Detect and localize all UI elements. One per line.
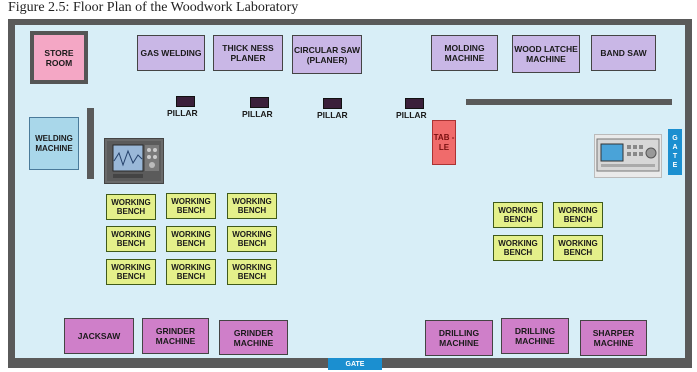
partition-wall-left: [87, 108, 94, 179]
pillar-2: [250, 97, 269, 108]
signal-generator-icon: [594, 134, 662, 178]
drilling-machine-1: DRILLING MACHINE: [425, 320, 493, 356]
pillar-4: [405, 98, 424, 109]
pillar-2-label: PILLAR: [242, 109, 273, 119]
lab-floor: [15, 25, 685, 358]
working-bench-label: WORKING BENCH: [111, 230, 151, 248]
pillar-1-label: PILLAR: [167, 108, 198, 118]
grinder-machine-1-label: GRINDER MACHINE: [155, 326, 196, 346]
working-bench-label: WORKING BENCH: [232, 263, 272, 281]
table: TAB -LE: [432, 120, 456, 165]
gas-welding-label: GAS WELDING: [140, 48, 202, 58]
side-gate[interactable]: GATE: [668, 129, 682, 175]
working-bench-label: WORKING BENCH: [232, 230, 272, 248]
table-label: TAB -LE: [433, 132, 455, 152]
oscilloscope-icon: [104, 138, 164, 184]
drilling-machine-1-label: DRILLING MACHINE: [438, 328, 480, 348]
working-bench-l8: WORKING BENCH: [166, 259, 216, 285]
working-bench-l9: WORKING BENCH: [227, 259, 277, 285]
working-bench-l3: WORKING BENCH: [227, 193, 277, 219]
band-saw-label: BAND SAW: [600, 48, 647, 58]
pillar-3: [323, 98, 342, 109]
working-bench-label: WORKING BENCH: [498, 239, 538, 257]
welding-machine-label: WELDING MACHINE: [35, 133, 73, 153]
pillar-3-label: PILLAR: [317, 110, 348, 120]
working-bench-r4: WORKING BENCH: [553, 235, 603, 261]
thickness-planer: THICK NESS PLANER: [213, 35, 283, 71]
working-bench-label: WORKING BENCH: [498, 206, 538, 224]
thickness-planer-label: THICK NESS PLANER: [222, 43, 274, 63]
working-bench-l2: WORKING BENCH: [166, 193, 216, 219]
wood-latche-machine-label: WOOD LATCHE MACHINE: [514, 44, 578, 64]
bottom-gate-label: GATE: [345, 360, 365, 368]
partition-wall-right: [466, 99, 672, 105]
working-bench-label: WORKING BENCH: [171, 263, 211, 281]
working-bench-r2: WORKING BENCH: [553, 202, 603, 228]
working-bench-l6: WORKING BENCH: [227, 226, 277, 252]
molding-machine: MOLDING MACHINE: [431, 35, 498, 71]
sharper-machine: SHARPER MACHINE: [580, 320, 647, 356]
working-bench-l5: WORKING BENCH: [166, 226, 216, 252]
band-saw: BAND SAW: [591, 35, 656, 71]
working-bench-l4: WORKING BENCH: [106, 226, 156, 252]
drilling-machine-2: DRILLING MACHINE: [501, 318, 569, 354]
working-bench-label: WORKING BENCH: [171, 230, 211, 248]
circular-saw: CIRCULAR SAW (PLANER): [292, 35, 362, 74]
working-bench-label: WORKING BENCH: [111, 198, 151, 216]
working-bench-label: WORKING BENCH: [558, 206, 598, 224]
working-bench-label: WORKING BENCH: [171, 197, 211, 215]
working-bench-r3: WORKING BENCH: [493, 235, 543, 261]
grinder-machine-1: GRINDER MACHINE: [142, 318, 209, 354]
wood-latche-machine: WOOD LATCHE MACHINE: [512, 35, 580, 73]
store-room: STORE ROOM: [30, 31, 88, 84]
working-bench-label: WORKING BENCH: [232, 197, 272, 215]
side-gate-label: GATE: [672, 135, 678, 169]
drilling-machine-2-label: DRILLING MACHINE: [514, 326, 556, 346]
jacksaw-label: JACKSAW: [77, 331, 121, 341]
working-bench-label: WORKING BENCH: [111, 263, 151, 281]
working-bench-label: WORKING BENCH: [558, 239, 598, 257]
pillar-4-label: PILLAR: [396, 110, 427, 120]
sharper-machine-label: SHARPER MACHINE: [592, 328, 635, 348]
working-bench-l1: WORKING BENCH: [106, 194, 156, 220]
jacksaw: JACKSAW: [64, 318, 134, 354]
grinder-machine-2: GRINDER MACHINE: [219, 320, 288, 355]
working-bench-r1: WORKING BENCH: [493, 202, 543, 228]
circular-saw-label: CIRCULAR SAW (PLANER): [293, 44, 361, 65]
store-room-label: STORE ROOM: [44, 47, 74, 68]
gas-welding-machine: GAS WELDING: [137, 35, 205, 71]
grinder-machine-2-label: GRINDER MACHINE: [233, 327, 274, 348]
molding-machine-label: MOLDING MACHINE: [444, 43, 485, 63]
bottom-gate[interactable]: GATE: [328, 358, 382, 370]
figure-caption: Figure 2.5: Floor Plan of the Woodwork L…: [8, 0, 299, 15]
welding-machine: WELDING MACHINE: [29, 117, 79, 170]
working-bench-l7: WORKING BENCH: [106, 259, 156, 285]
pillar-1: [176, 96, 195, 107]
